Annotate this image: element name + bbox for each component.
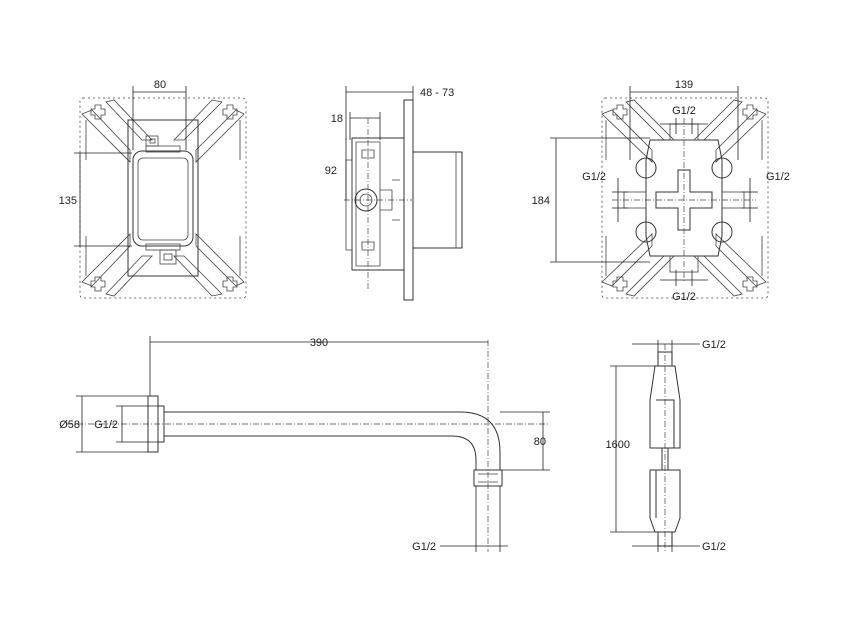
frame-height-label: 135 [59, 195, 77, 207]
valve-port-right-label: G1/2 [766, 171, 790, 183]
hose-length-label: 1600 [606, 439, 630, 451]
shower-arm-view: 390 80 Ø58 G1/2 G1/2 [59, 336, 550, 553]
arm-outlet-thread-label: G1/2 [412, 541, 436, 553]
valve-back-view: 139 184 G1/2 G1/2 G1/2 G1/2 [532, 79, 790, 303]
arm-drop-label: 80 [534, 436, 546, 448]
arm-length-label: 390 [310, 337, 328, 349]
side-offset-label: 18 [331, 113, 343, 125]
valve-width-label: 139 [675, 79, 693, 91]
hose-top-thread-label: G1/2 [702, 339, 726, 351]
valve-height-label: 184 [532, 195, 550, 207]
shower-hose-view: 1600 G1/2 G1/2 [606, 339, 726, 553]
side-center-height-label: 92 [325, 165, 337, 177]
rosette-diameter-label: Ø58 [59, 419, 80, 431]
valve-port-left-label: G1/2 [582, 171, 606, 183]
frame-side-view: 48 - 73 18 92 [325, 86, 463, 301]
frame-width-label: 80 [154, 79, 166, 91]
side-depth-label: 48 - 73 [420, 87, 454, 99]
valve-port-top-label: G1/2 [672, 105, 696, 117]
arm-inlet-thread-label: G1/2 [94, 419, 118, 431]
frame-front-view: 80 135 [59, 79, 247, 299]
valve-port-bottom-label: G1/2 [672, 291, 696, 303]
hose-bottom-thread-label: G1/2 [702, 541, 726, 553]
